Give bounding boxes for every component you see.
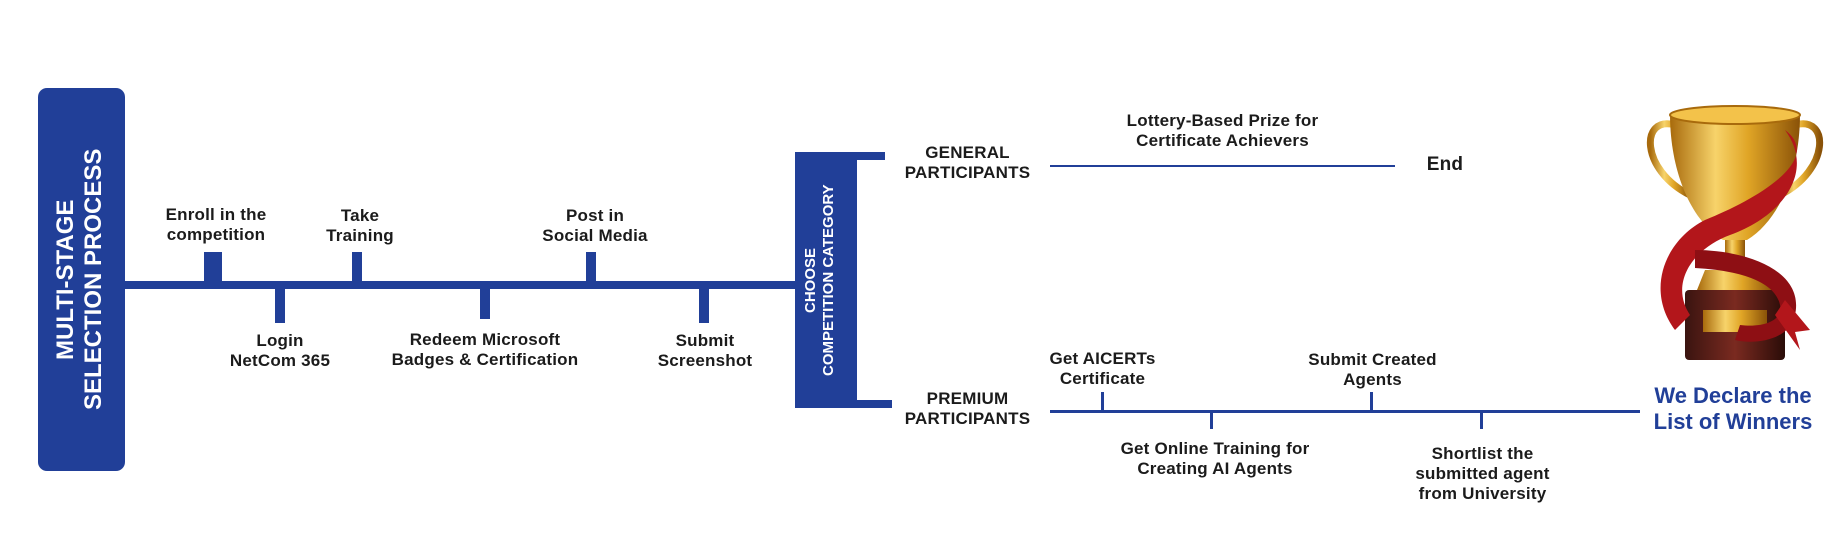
winners-heading: We Declare the List of Winners	[1653, 383, 1813, 434]
premium-step-shortlist: Shortlist the submitted agent from Unive…	[1415, 444, 1550, 503]
tick-online-training	[1210, 412, 1213, 429]
category-box	[795, 152, 857, 408]
step-training: Take Training	[326, 206, 394, 245]
tick-training	[352, 252, 362, 284]
step-screenshot: Submit Screenshot	[657, 331, 753, 370]
tick-submit-agents	[1370, 392, 1373, 411]
general-end: End	[1426, 154, 1464, 175]
process-title-box	[38, 88, 125, 471]
tick-screenshot	[699, 286, 709, 323]
step-social: Post in Social Media	[542, 206, 648, 245]
step-redeem: Redeem Microsoft Badges & Certification	[391, 330, 579, 369]
premium-step-aicerts: Get AICERTs Certificate	[1049, 349, 1156, 388]
tick-login	[275, 286, 285, 323]
tick-enroll	[204, 252, 222, 284]
premium-label: PREMIUM PARTICIPANTS	[904, 389, 1031, 428]
tick-social	[586, 252, 596, 284]
general-line	[1050, 165, 1395, 167]
main-timeline	[125, 281, 795, 289]
general-prize: Lottery-Based Prize for Certificate Achi…	[1126, 111, 1319, 150]
step-enroll: Enroll in the competition	[165, 205, 267, 244]
bracket-top	[857, 152, 885, 160]
step-login: Login NetCom 365	[229, 331, 331, 370]
tick-aicerts	[1101, 392, 1104, 411]
trophy-icon	[1646, 105, 1824, 360]
category-label: CHOOSE COMPETITION CATEGORY	[802, 184, 837, 376]
premium-line	[1050, 410, 1640, 413]
general-label: GENERAL PARTICIPANTS	[904, 143, 1031, 182]
tick-shortlist	[1480, 412, 1483, 429]
premium-step-online-training: Get Online Training for Creating AI Agen…	[1120, 439, 1310, 478]
process-title: MULTI-STAGE SELECTION PROCESS	[52, 148, 107, 411]
tick-redeem	[480, 286, 490, 319]
premium-step-submit-agents: Submit Created Agents	[1308, 350, 1437, 389]
bracket-bottom	[857, 400, 892, 408]
